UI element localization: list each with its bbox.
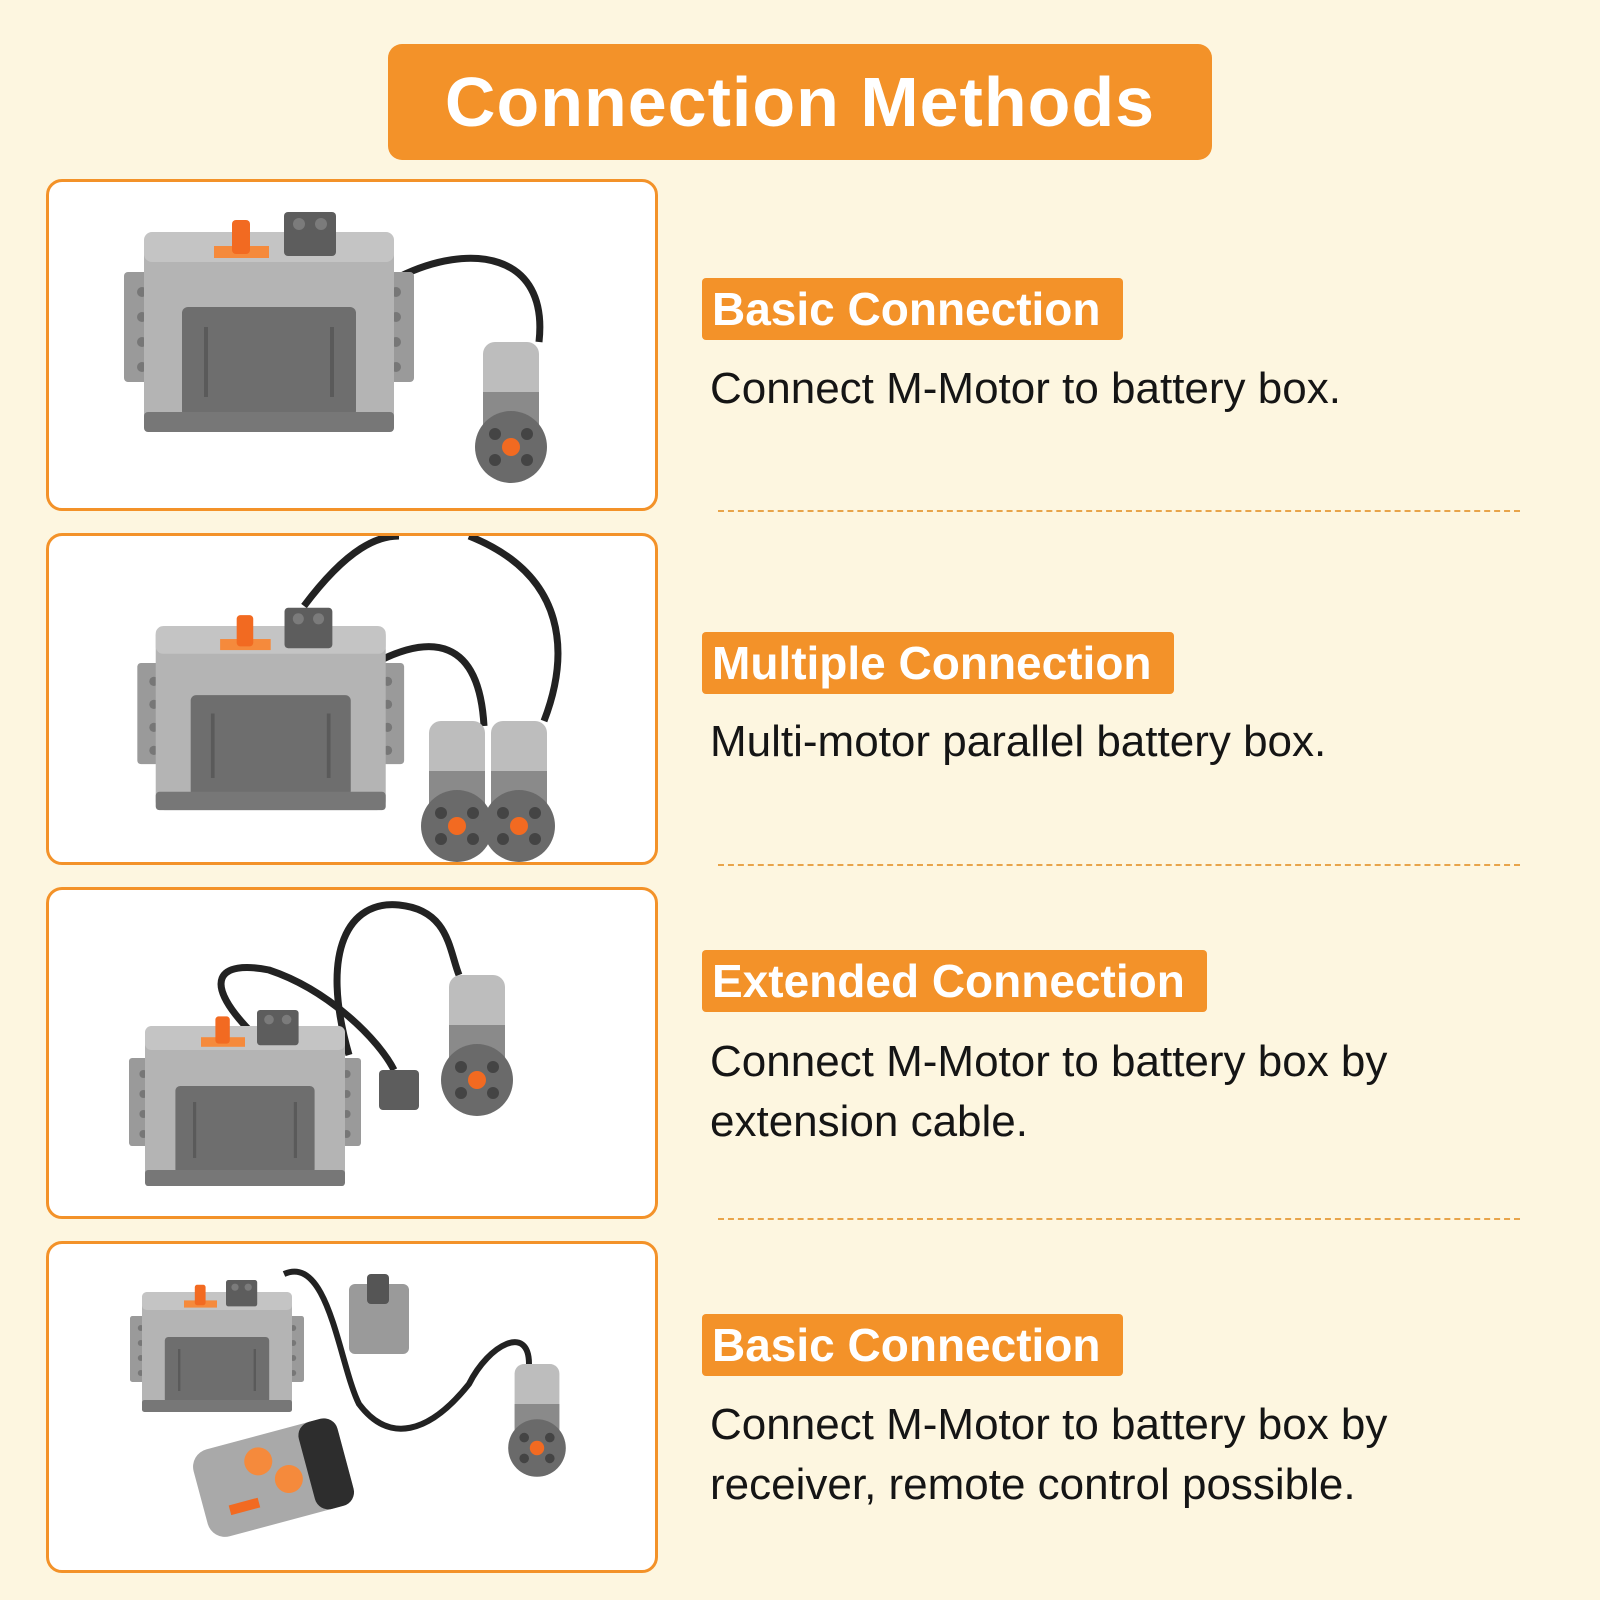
battery-box-extension-cable-motor-illustration <box>127 901 513 1188</box>
divider <box>718 1218 1520 1220</box>
battery-box-two-motors-illustration <box>135 536 562 862</box>
section-description: Connect M-Motor to battery box by extens… <box>710 1037 1388 1146</box>
page-title: Connection Methods <box>444 63 1156 141</box>
product-image-multiple-connection <box>46 533 658 865</box>
section-description: Connect M-Motor to battery box. <box>710 364 1341 413</box>
battery-box-receiver-motor-remote-illustration <box>128 1268 566 1537</box>
title-banner: Connection Methods <box>388 44 1212 160</box>
section-description: Connect M-Motor to battery box by receiv… <box>710 1400 1388 1509</box>
product-image-receiver-connection <box>46 1241 658 1573</box>
divider <box>718 510 1520 512</box>
section-label-basic-connection: Basic Connection <box>702 278 1123 340</box>
product-image-basic-connection <box>46 179 658 511</box>
section-description: Multi-motor parallel battery box. <box>710 717 1327 766</box>
section-label-basic-connection-receiver: Basic Connection <box>702 1314 1123 1376</box>
product-image-extended-connection <box>46 887 658 1219</box>
section-label-extended-connection: Extended Connection <box>702 950 1207 1012</box>
section-label-multiple-connection: Multiple Connection <box>702 632 1174 694</box>
divider <box>718 864 1520 866</box>
battery-box-single-motor-illustration <box>122 210 547 483</box>
